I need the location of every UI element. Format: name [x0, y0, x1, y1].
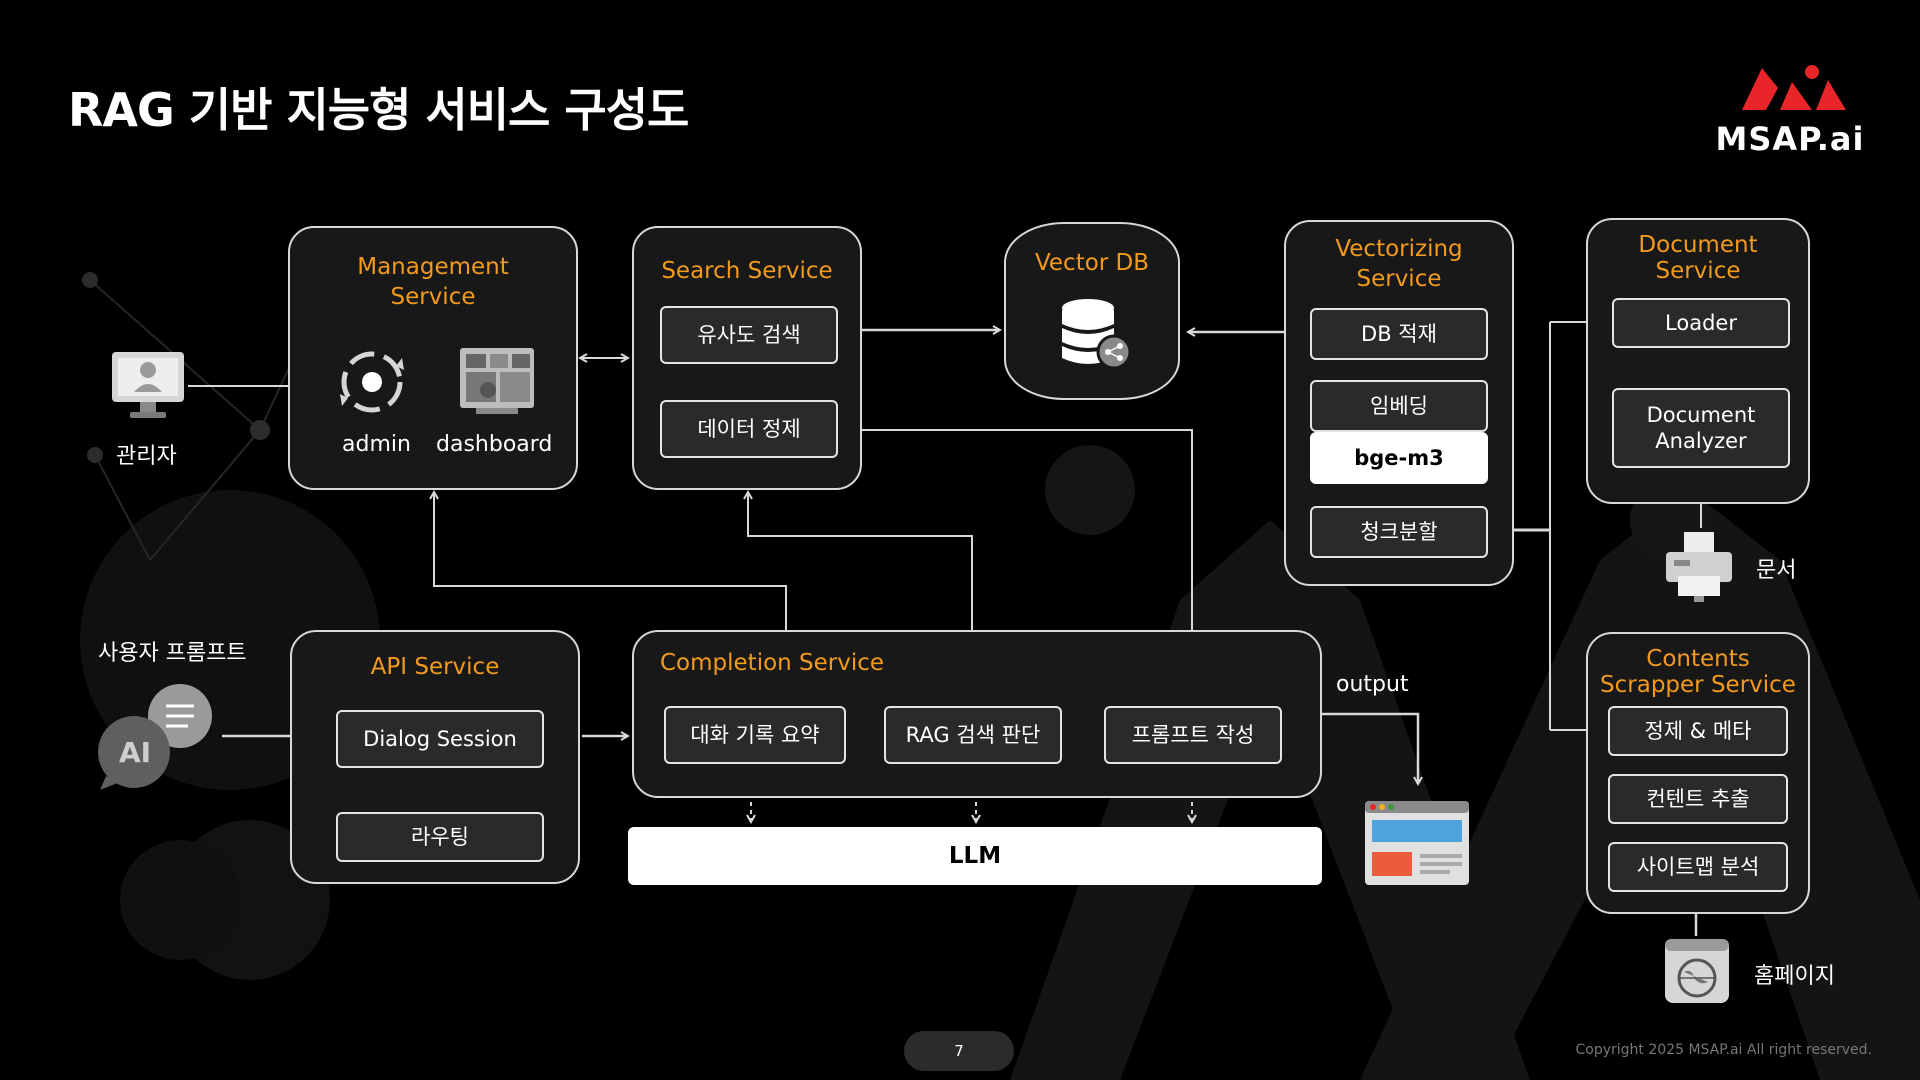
homepage-actor-label: 홈페이지 [1754, 964, 1835, 989]
user-prompt-label: 사용자 프롬프트 [98, 641, 247, 666]
dashboard-label: dashboard [436, 432, 553, 457]
page-title: RAG 기반 지능형 서비스 구성도 [68, 83, 689, 137]
api-service-title: API Service [370, 654, 500, 680]
vectorizing-title-line1: Vectorizing [1335, 236, 1463, 262]
similarity-search-box: 유사도 검색 [660, 306, 838, 364]
admin-monitor-icon [112, 352, 184, 418]
api-service-panel: API Service Dialog Session 라우팅 [290, 630, 580, 884]
dialog-session-box: Dialog Session [336, 710, 544, 768]
copyright-text: Copyright 2025 MSAP.ai All right reserve… [1575, 1042, 1872, 1058]
search-service-title: Search Service [661, 258, 833, 284]
vectorizing-title-line2: Service [1356, 266, 1442, 292]
management-service-panel: Management Service admin dashboard [288, 226, 578, 490]
document-analyzer-line2: Analyzer [1655, 429, 1747, 453]
db-load-box: DB 적재 [1310, 308, 1488, 360]
completion-service-title: Completion Service [660, 650, 885, 676]
document-analyzer-line1: Document [1646, 403, 1756, 427]
vectorizing-service-panel: Vectorizing Service DB 적재 임베딩 bge-m3 청크분… [1284, 220, 1514, 586]
embedding-box: 임베딩 [1310, 380, 1488, 432]
admin-actor-label: 관리자 [116, 444, 177, 469]
document-analyzer-box: Document Analyzer [1612, 388, 1790, 468]
management-title-line2: Service [390, 284, 476, 310]
rag-decision-box: RAG 검색 판단 [884, 706, 1062, 764]
llm-bar: LLM [628, 827, 1322, 885]
admin-label: admin [342, 432, 411, 457]
prompt-build-box: 프롬프트 작성 [1104, 706, 1282, 764]
chat-bubble-icon [98, 684, 212, 790]
vector-db-panel: Vector DB [1004, 222, 1180, 400]
vector-db-title: Vector DB [1034, 250, 1150, 276]
document-printer-icon [1666, 532, 1732, 602]
output-label: output [1336, 672, 1409, 697]
routing-box: 라우팅 [336, 812, 544, 862]
refine-meta-box: 정제 & 메타 [1608, 706, 1788, 756]
ai-chat-icon: AI [96, 684, 216, 794]
management-title-line1: Management [357, 254, 509, 280]
document-service-panel: Document Service Loader Document Analyze… [1586, 218, 1810, 504]
homepage-globe-icon [1665, 939, 1729, 1003]
chunk-split-box: 청크분할 [1310, 506, 1488, 558]
msap-logo: MSAP.ai [1700, 58, 1880, 158]
database-icon [1062, 299, 1132, 370]
document-actor-label: 문서 [1756, 558, 1797, 583]
output-webpage-icon [1365, 801, 1469, 885]
document-service-title-line1: Document [1638, 232, 1758, 258]
search-service-panel: Search Service 유사도 검색 데이터 정제 [632, 226, 862, 490]
ai-badge: AI [118, 736, 152, 769]
scrapper-title-line1: Contents [1646, 646, 1750, 672]
scrapper-title-line2: Scrapper Service [1600, 672, 1796, 698]
loader-box: Loader [1612, 298, 1790, 348]
completion-service-panel: Completion Service 대화 기록 요약 RAG 검색 판단 프롬… [632, 630, 1322, 798]
dashboard-icon [460, 348, 534, 414]
admin-gear-icon [340, 351, 404, 413]
history-summary-box: 대화 기록 요약 [664, 706, 846, 764]
document-service-title-line2: Service [1655, 258, 1741, 284]
content-extract-box: 컨텐트 추출 [1608, 774, 1788, 824]
msap-logo-mark-icon [1742, 65, 1846, 110]
page-number: 7 [904, 1031, 1014, 1071]
logo-text: MSAP.ai [1715, 120, 1865, 158]
contents-scrapper-panel: Contents Scrapper Service 정제 & 메타 컨텐트 추출… [1586, 632, 1810, 914]
sitemap-analysis-box: 사이트맵 분석 [1608, 842, 1788, 892]
data-refine-box: 데이터 정제 [660, 400, 838, 458]
bge-m3-model-box: bge-m3 [1310, 432, 1488, 484]
